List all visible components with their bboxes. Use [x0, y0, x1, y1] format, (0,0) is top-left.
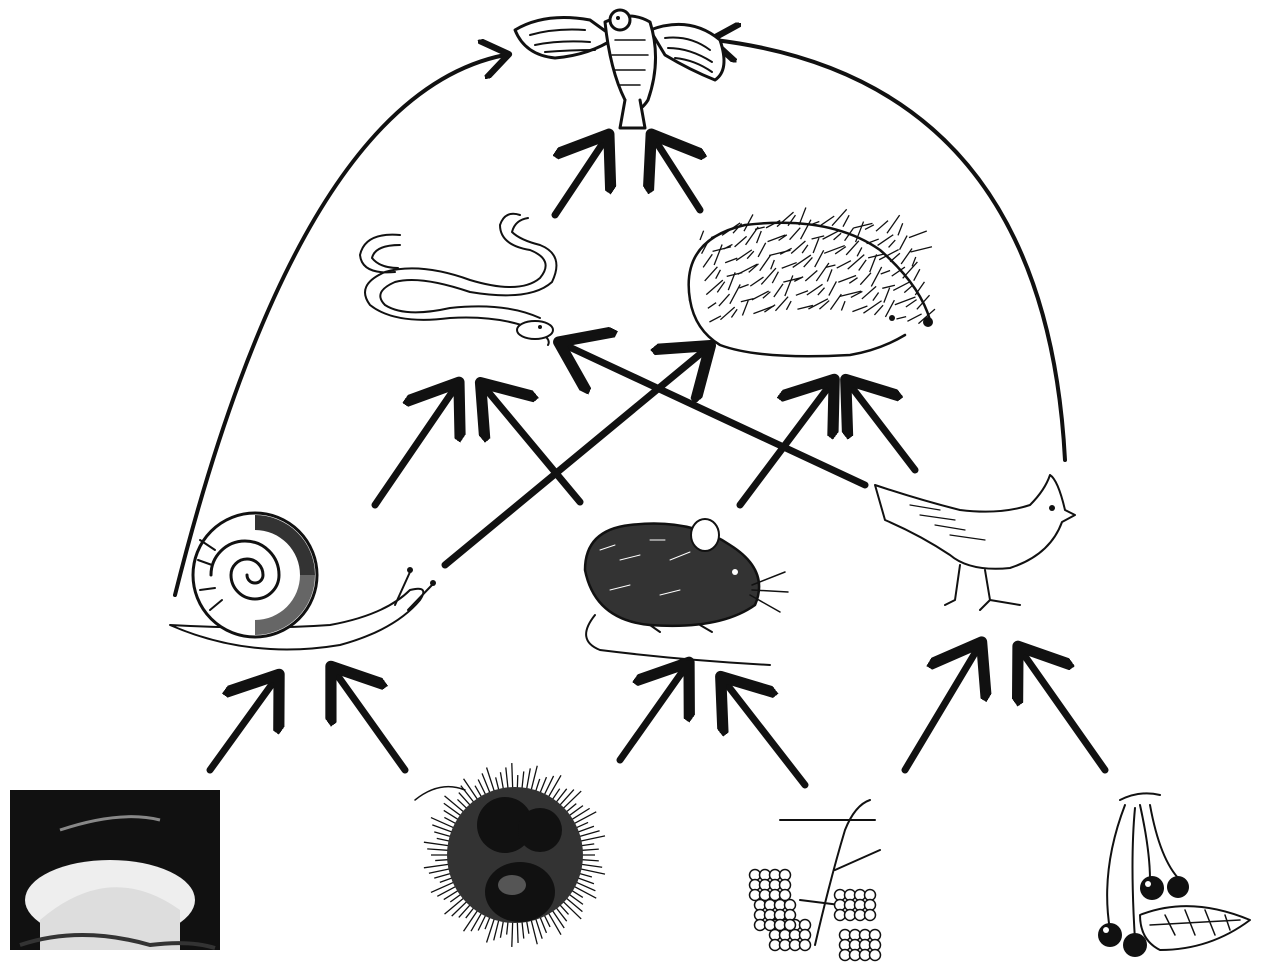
arrow-blackberry-to-bird	[905, 648, 978, 770]
snake-icon	[360, 214, 556, 345]
hedgehog-icon	[689, 207, 935, 356]
chestnut-icon	[415, 763, 605, 947]
mushroom-icon	[10, 790, 220, 950]
mouse-icon	[585, 519, 788, 665]
arrow-chestnut-to-snail	[335, 672, 405, 770]
arrow-snail-to-hawk	[175, 55, 505, 595]
arrow-mouse-to-snake	[485, 388, 580, 502]
hawk-icon	[515, 10, 724, 128]
snail-icon	[170, 513, 436, 650]
berries-icon	[1098, 793, 1250, 957]
bird-icon	[875, 475, 1075, 610]
arrow-mushroom-to-snail	[210, 680, 275, 770]
blackberry-icon	[750, 800, 881, 961]
arrow-blackberry-to-mouse	[725, 682, 805, 785]
arrow-chestnut-to-mouse	[620, 668, 685, 760]
arrows-layer	[175, 40, 1105, 785]
arrow-snail-to-snake	[375, 388, 455, 505]
arrow-bird-to-hedgehog	[850, 385, 915, 470]
arrow-snake-to-hawk	[555, 140, 605, 215]
arrow-hedgehog-to-hawk	[655, 140, 700, 210]
arrow-berries-to-bird	[1022, 652, 1105, 770]
arrow-bird-to-snake	[565, 345, 865, 485]
